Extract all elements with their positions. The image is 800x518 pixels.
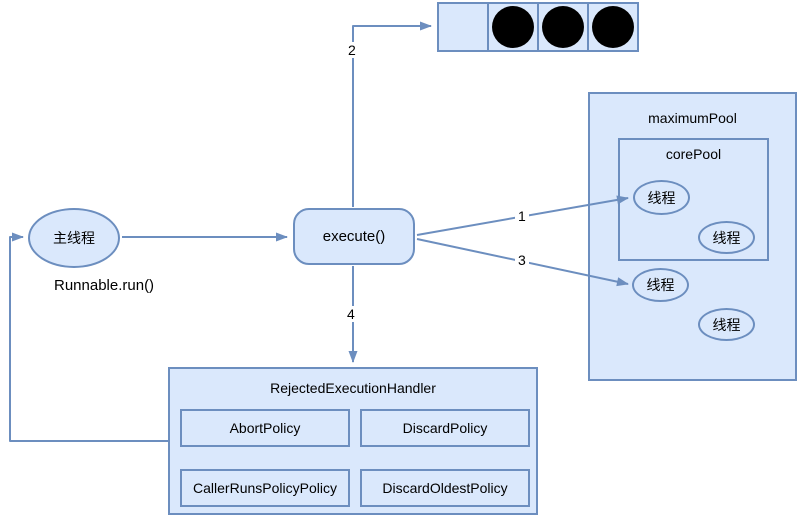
core-thread-node: 线程	[698, 221, 755, 254]
queue-cell	[587, 2, 639, 52]
execute-node: execute()	[293, 208, 415, 265]
edge-label-step4: 4	[344, 306, 358, 322]
task-queue	[437, 2, 639, 52]
core-thread-label: 线程	[712, 229, 741, 246]
pool-thread-label: 线程	[712, 316, 741, 333]
policy-caller-runs: CallerRunsPolicyPolicy	[180, 469, 350, 507]
edge-execute-to-queue	[352, 21, 432, 207]
pool-thread-node: 线程	[632, 268, 689, 302]
edge-label-step2: 2	[345, 42, 359, 58]
execute-label: execute()	[322, 228, 386, 245]
task-dot-icon	[592, 6, 634, 48]
runnable-run-note: Runnable.run()	[54, 277, 155, 294]
core-pool-title: corePool	[665, 146, 722, 162]
edge-label-step1: 1	[515, 208, 529, 224]
queue-cell	[437, 2, 489, 52]
pool-thread-node: 线程	[698, 308, 755, 341]
policy-discard-oldest: DiscardOldestPolicy	[360, 469, 530, 507]
edge-label-step3: 3	[515, 252, 529, 268]
policy-discard: DiscardPolicy	[360, 409, 530, 447]
handler-title: RejectedExecutionHandler	[270, 380, 436, 396]
rejected-execution-handler-box: RejectedExecutionHandler AbortPolicy Dis…	[168, 367, 538, 515]
policy-abort: AbortPolicy	[180, 409, 350, 447]
core-thread-node: 线程	[633, 180, 690, 215]
task-dot-icon	[492, 6, 534, 48]
queue-cell	[537, 2, 589, 52]
maximum-pool-title: maximumPool	[648, 110, 737, 126]
queue-cell	[487, 2, 539, 52]
main-thread-node: 主线程	[28, 208, 120, 268]
pool-thread-label: 线程	[646, 277, 675, 293]
task-dot-icon	[542, 6, 584, 48]
core-thread-label: 线程	[647, 189, 676, 206]
main-thread-label: 主线程	[53, 230, 95, 246]
edge-handler-loop-to-main-thread	[9, 232, 168, 442]
